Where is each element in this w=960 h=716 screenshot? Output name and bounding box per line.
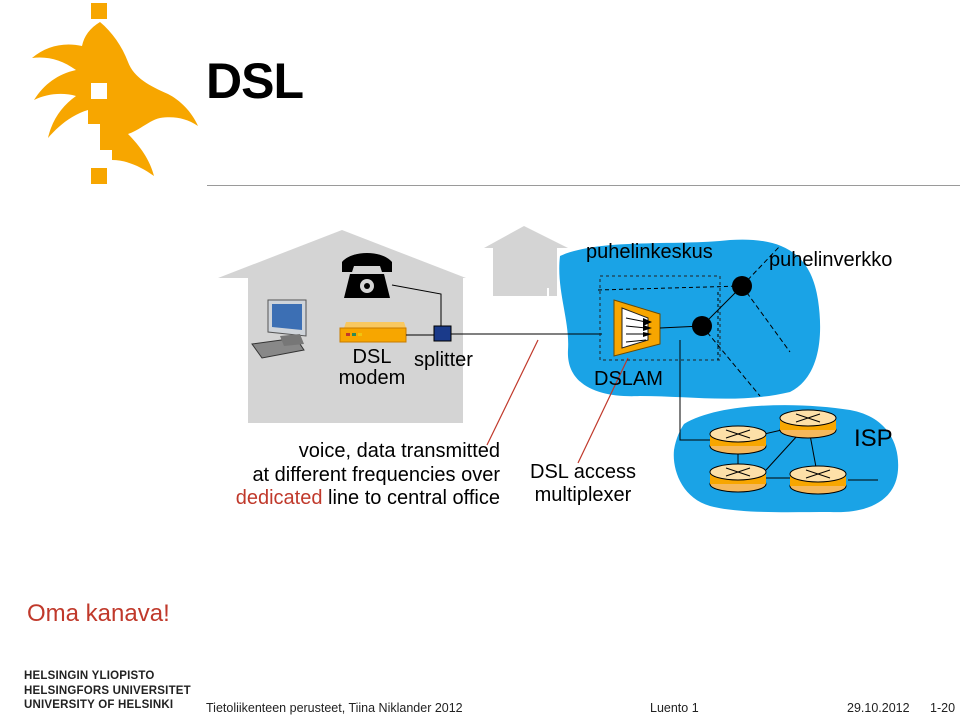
university-name-line: UNIVERSITY OF HELSINKI	[24, 699, 174, 711]
footer-date: 29.10.2012	[847, 701, 910, 715]
router-icon	[789, 465, 847, 495]
own-channel-note: Oma kanava!	[27, 600, 170, 627]
phone-network-links	[597, 245, 791, 441]
description-line: dedicated line to central office	[196, 487, 500, 511]
home-building	[218, 230, 466, 423]
router-icon	[709, 425, 767, 455]
phone-switch-node	[692, 316, 712, 336]
university-flame-logo	[32, 3, 198, 184]
university-name-line: HELSINGIN YLIOPISTO	[24, 670, 155, 682]
phone-switch-node	[732, 276, 752, 296]
title-divider	[207, 185, 960, 186]
description-pointer-line	[486, 339, 539, 446]
central-office-boundary	[599, 275, 721, 361]
dslam-pointer-line	[577, 357, 629, 464]
phone-network-cloud	[559, 239, 821, 399]
dslam-icon	[613, 299, 661, 357]
university-name: HELSINGIN YLIOPISTO HELSINGFORS UNIVERSI…	[24, 669, 191, 713]
splitter-icon	[433, 325, 452, 342]
label-dsl-modem: DSL modem	[338, 346, 406, 389]
description-line: at different frequencies over	[252, 463, 500, 486]
slide-title: DSL	[206, 53, 304, 109]
computer-icon	[251, 299, 307, 359]
telephone-icon	[342, 253, 392, 298]
description-line-rest: line to central office	[322, 487, 500, 509]
label-splitter: splitter	[414, 349, 473, 371]
dedicated-keyword: dedicated	[235, 487, 323, 509]
dsl-modem-icon	[339, 322, 407, 343]
description-line: voice, data transmitted	[298, 440, 500, 462]
label-puhelinverkko: puhelinverkko	[769, 249, 893, 271]
router-icon	[709, 463, 767, 493]
footer-course: Tietoliikenteen perusteet, Tiina Nikland…	[206, 701, 463, 715]
label-dslam: DSLAM	[594, 368, 663, 390]
footer-page-number: 1-20	[930, 701, 956, 715]
label-isp: ISP	[854, 425, 893, 452]
label-dsl-access-multiplexer: DSL access multiplexer	[530, 461, 636, 506]
central-office-building	[484, 226, 568, 296]
home-wiring	[391, 284, 602, 336]
label-puhelinkeskus: puhelinkeskus	[586, 241, 713, 263]
description-text: voice, data transmitted at different fre…	[196, 440, 500, 511]
router-icon	[779, 409, 837, 439]
university-name-line: HELSINGFORS UNIVERSITET	[24, 684, 191, 697]
footer-lecture: Luento 1	[650, 701, 699, 715]
